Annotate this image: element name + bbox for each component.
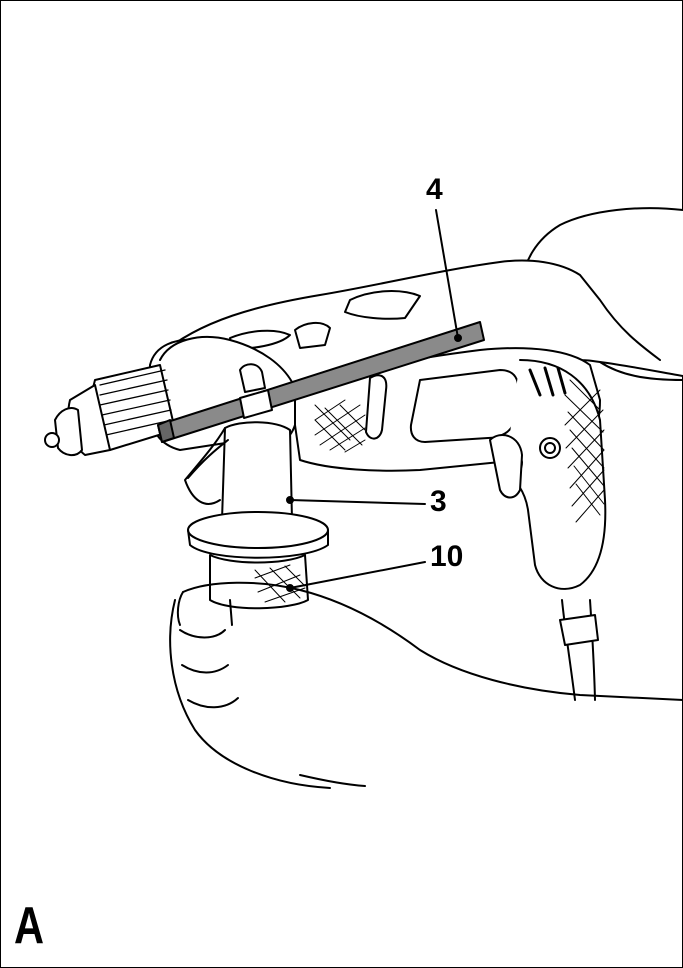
callout-label-grip: 10 (430, 540, 464, 573)
depth-stop-rod (157, 321, 485, 443)
leader-lines (286, 209, 462, 592)
side-handle (184, 421, 329, 610)
callout-label-side-handle: 3 (430, 485, 447, 518)
leader-line-4 (435, 209, 459, 339)
left-hand-illustration (169, 581, 683, 789)
leader-line-10 (289, 561, 426, 589)
callout-label-depth-stop: 4 (426, 173, 443, 206)
side-handle-collar (159, 336, 296, 443)
figure-letter: A (14, 897, 45, 955)
leader-line-3 (289, 499, 426, 505)
